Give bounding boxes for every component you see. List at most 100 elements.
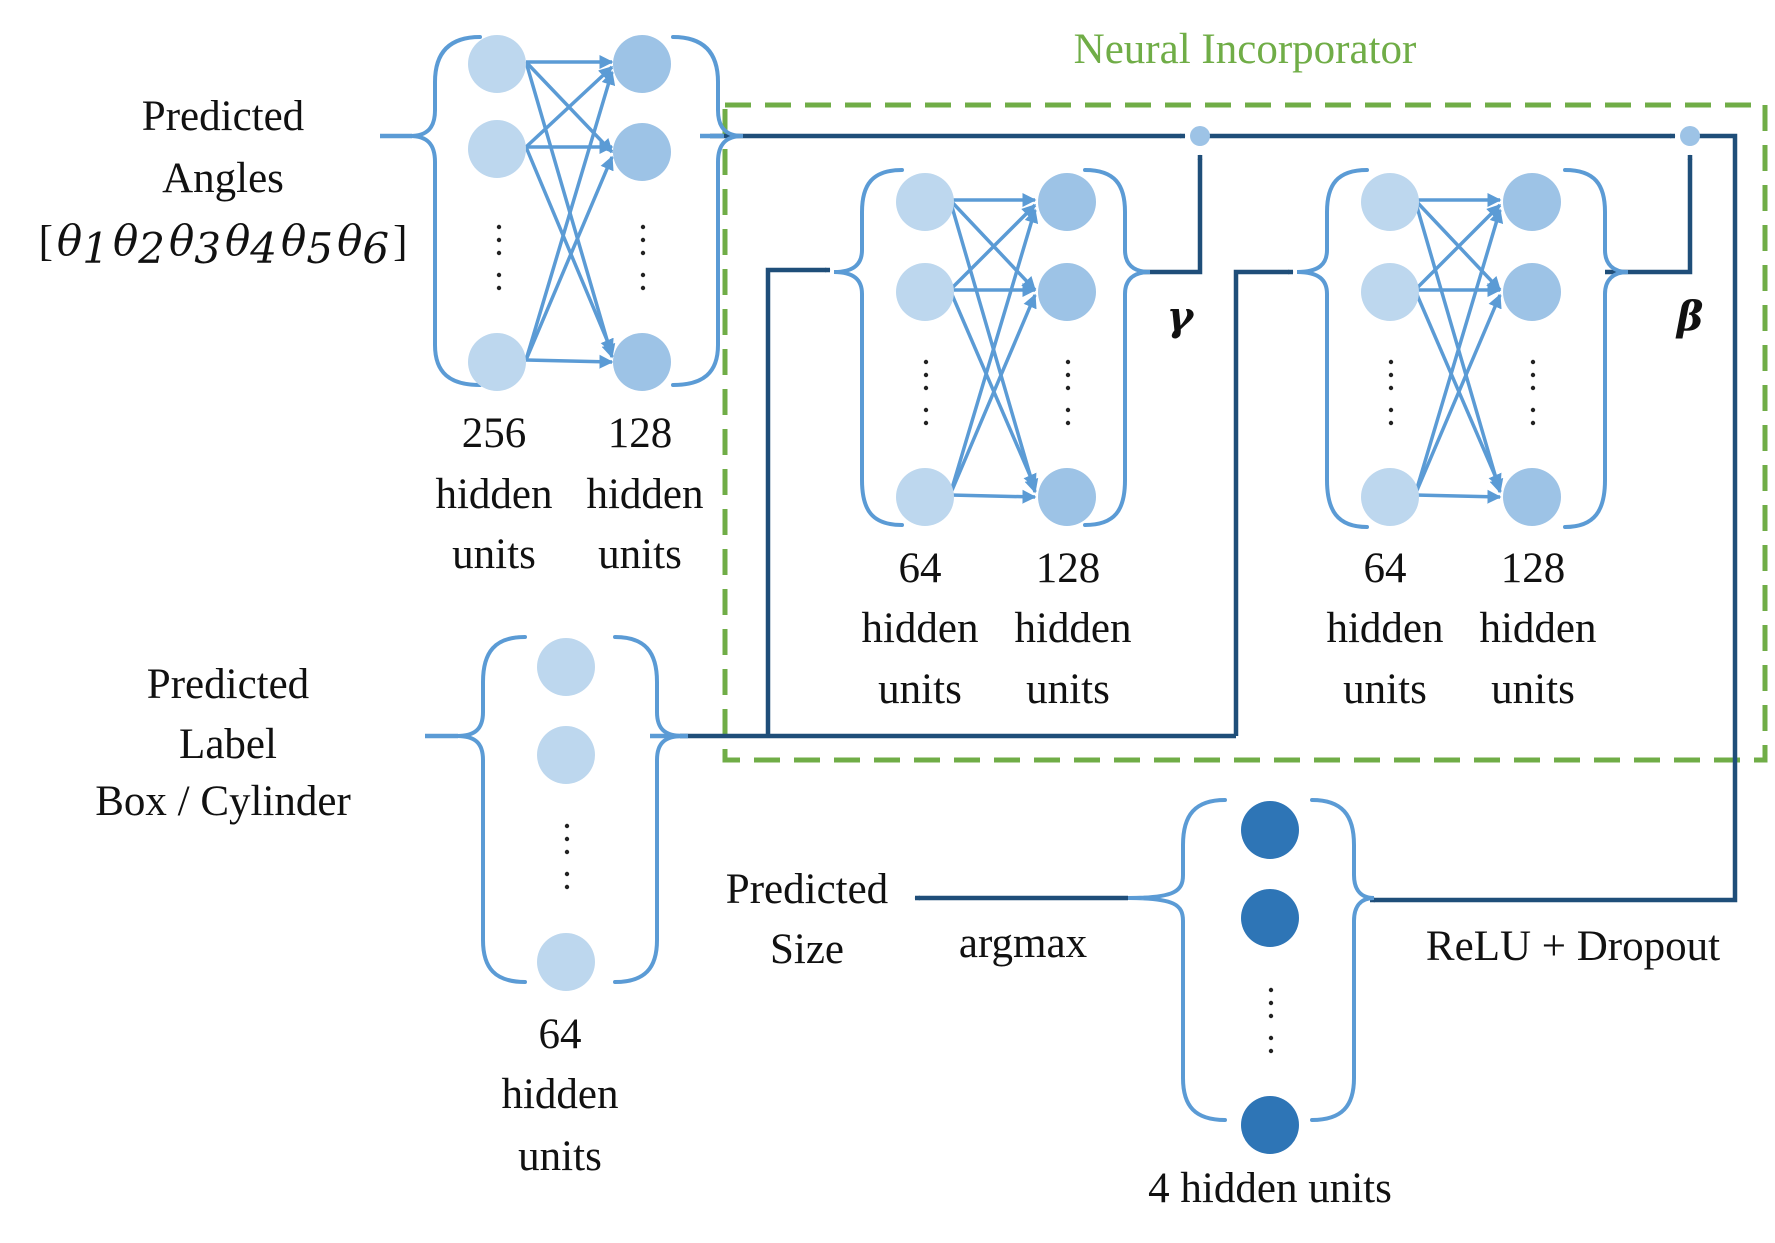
flow-gamma-out — [1140, 154, 1203, 275]
angles-label-line2: Angles — [162, 155, 284, 202]
output-caption: 4 hidden units — [1148, 1165, 1392, 1212]
vector-open-bracket: [ — [39, 218, 53, 265]
gamma-layer-b-node — [1038, 173, 1096, 231]
beta-a-count: 64 — [1364, 545, 1407, 592]
label-embed-node — [537, 638, 595, 696]
incorporator-title: Neural Incorporator — [1074, 26, 1417, 73]
theta-subscript: 4 — [249, 224, 277, 273]
theta-symbol: θ — [57, 216, 82, 265]
beta-b-line3: units — [1491, 666, 1575, 713]
brace-gamma-left — [833, 168, 904, 527]
label-embed-count: 64 — [539, 1011, 582, 1058]
angle-layer-a-node — [468, 120, 526, 178]
beta-b-count: 128 — [1501, 545, 1566, 592]
flow-label-to-beta-mlp — [1233, 269, 1294, 736]
beta-symbol: β — [1675, 293, 1704, 340]
beta-b-dots — [1530, 359, 1536, 426]
angle-a-dots — [496, 224, 502, 291]
beta-layer-b-node — [1503, 173, 1561, 231]
activation-label: ReLU + Dropout — [1426, 923, 1720, 970]
label-input-line1: Predicted — [147, 661, 309, 708]
theta-symbol: θ — [113, 216, 138, 265]
brace-label-left — [456, 635, 527, 984]
angles-label-line1: Predicted — [142, 93, 304, 140]
brace-beta-right — [1563, 168, 1629, 529]
predicted-size-line2: Size — [770, 926, 844, 973]
angle-layer-b-node — [613, 333, 671, 391]
output-node — [1241, 889, 1299, 947]
flow-lines — [680, 133, 1738, 903]
beta-layer-a-node — [1361, 173, 1419, 231]
gamma-b-dots — [1065, 359, 1071, 426]
vector-close-bracket: ] — [393, 218, 407, 265]
gamma-b-count: 128 — [1036, 545, 1101, 592]
output-node — [1241, 801, 1299, 859]
label-embed-line2: hidden — [501, 1071, 618, 1118]
label-embed-node — [537, 933, 595, 991]
theta-subscript: 1 — [82, 224, 109, 273]
angle-a-line2: hidden — [435, 471, 552, 518]
beta-combiner-node — [1680, 126, 1700, 146]
theta-subscript: 2 — [137, 224, 165, 273]
gamma-b-line3: units — [1026, 666, 1110, 713]
brace-gamma-right — [1083, 168, 1151, 527]
mesh-edges — [524, 55, 1504, 504]
argmax-label: argmax — [959, 920, 1087, 967]
incorporator-box — [722, 102, 1768, 763]
brace-out-left — [1127, 798, 1227, 1122]
label-input-line2: Label — [179, 721, 277, 768]
gamma-a-dots — [923, 359, 929, 426]
gamma-a-line3: units — [878, 666, 962, 713]
theta-symbol: θ — [337, 216, 362, 265]
label-input-line3: Box / Cylinder — [95, 778, 351, 825]
braces — [409, 35, 1629, 1122]
label-embed-line3: units — [518, 1133, 602, 1180]
angle-b-count: 128 — [608, 410, 673, 457]
theta-subscript: 3 — [194, 224, 221, 273]
angles-vector: [ θ1 θ2 θ3 θ4 θ5 θ6 ] — [39, 216, 408, 273]
ellipsis-dots — [496, 224, 1536, 1054]
beta-b-line2: hidden — [1479, 605, 1596, 652]
gamma-layer-a-node — [896, 263, 954, 321]
brace-label-right — [613, 635, 684, 984]
beta-layer-b-node — [1503, 468, 1561, 526]
gamma-layer-a-node — [896, 468, 954, 526]
gamma-b-line2: hidden — [1014, 605, 1131, 652]
angle-b-dots — [640, 224, 646, 291]
nodes — [468, 35, 1561, 1154]
gamma-layer-b-node — [1038, 468, 1096, 526]
beta-a-dots — [1388, 359, 1394, 426]
flow-label-to-gamma-mlp — [765, 267, 831, 736]
theta-symbol: θ — [225, 216, 250, 265]
predicted-size-line1: Predicted — [726, 866, 888, 913]
flow-beta-out — [1605, 154, 1693, 275]
beta-a-line3: units — [1343, 666, 1427, 713]
gamma-layer-b-node — [1038, 263, 1096, 321]
angle-b-line2: hidden — [586, 471, 703, 518]
brace-beta-left — [1296, 168, 1369, 529]
theta-symbol: θ — [281, 216, 306, 265]
beta-layer-a-node — [1361, 263, 1419, 321]
theta-subscript: 6 — [362, 224, 389, 273]
angle-layer-a-node — [468, 35, 526, 93]
angle-layer-b-node — [613, 123, 671, 181]
brace-out-right — [1310, 798, 1375, 1122]
angle-a-line3: units — [452, 531, 536, 578]
brace-angle-right — [671, 35, 744, 387]
beta-layer-a-node — [1361, 468, 1419, 526]
angle-a-count: 256 — [462, 410, 527, 457]
theta-subscript: 5 — [306, 224, 333, 273]
gamma-symbol: γ — [1167, 293, 1195, 340]
angle-b-line3: units — [598, 531, 682, 578]
gamma-a-count: 64 — [899, 545, 942, 592]
flow-to-output — [1369, 133, 1738, 903]
label-embed-node — [537, 726, 595, 784]
theta-symbol: θ — [169, 216, 194, 265]
output-dots — [1268, 987, 1274, 1054]
angle-layer-a-node — [468, 333, 526, 391]
output-node — [1241, 1096, 1299, 1154]
gamma-a-line2: hidden — [861, 605, 978, 652]
beta-a-line2: hidden — [1326, 605, 1443, 652]
gamma-layer-a-node — [896, 173, 954, 231]
